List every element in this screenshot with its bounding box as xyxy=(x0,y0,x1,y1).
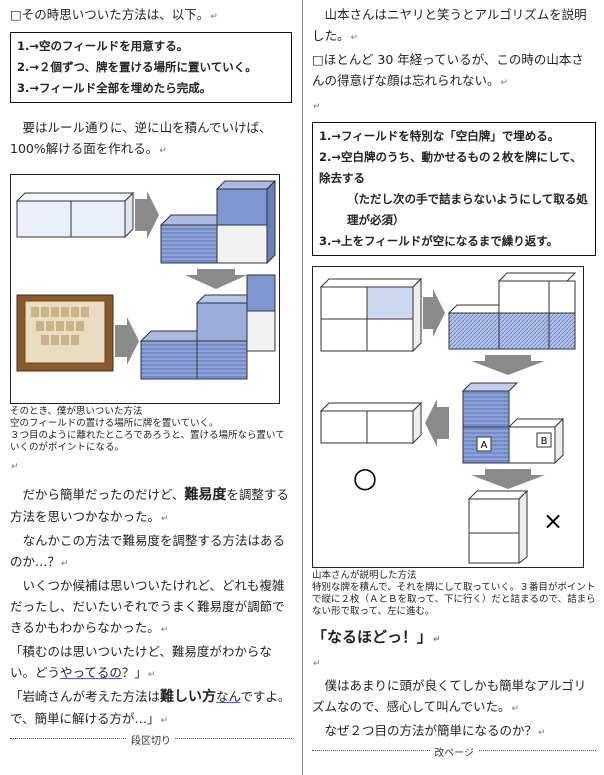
removal-diagram: A B ○ × xyxy=(319,272,577,564)
figure-stacking-method xyxy=(10,174,280,404)
intro-line: □その時思いついた方法は、以下。↵ xyxy=(10,7,218,22)
left-column: □その時思いついた方法は、以下。↵ 1.→空のフィールドを用意する。 2.→２個… xyxy=(10,0,292,754)
section-break: 段区切り xyxy=(10,736,292,754)
caption-left-line2: ３つ目のように離れたところであろうと、置ける場所なら置いていくのがポイントになる… xyxy=(10,430,285,453)
para-yamamoto: 山本さんはニヤリと笑うとアルゴリズムを説明した。↵ xyxy=(312,7,587,43)
right-column: 山本さんはニヤリと笑うとアルゴリズムを説明した。↵ □ほとんど 30 年経ってい… xyxy=(312,0,596,766)
page-break: 改ページ xyxy=(312,748,596,766)
figure-caption-right: 山本さんが説明した方法 特別な牌を積んで、それを牌にして取っていく。３番目がポイ… xyxy=(312,570,596,618)
para-candidates: いくつか候補は思いついたけれど、どれも複雑だったし、だいたいそれでうまく難易度が… xyxy=(10,578,285,635)
tile-label-a: A xyxy=(481,440,488,451)
quote-2: 「岩崎さんが考えた方法は難しい方なんですよ。で、簡単に解ける方が…」↵ xyxy=(10,689,291,726)
caption-right-body: 特別な牌を積んで、それを牌にして取っていく。３番目がポイントで縦に２枚（ＡとＢを… xyxy=(312,582,596,617)
caption-right-title: 山本さんが説明した方法 xyxy=(312,570,417,581)
caption-left-line1: 空のフィールドの置ける場所に牌を置いていく。 xyxy=(10,418,219,429)
para-impressed: 僕はあまりに頭が良くてしかも簡単なアルゴリズムなので、感心して叫んでいた。↵ xyxy=(312,678,587,714)
caption-left-title: そのとき、僕が思いついた方法 xyxy=(10,406,143,417)
blank-line-right-2: ↵ xyxy=(313,659,321,669)
emph-difficulty: 難易度 xyxy=(184,487,227,503)
method-box-a: 1.→空のフィールドを用意する。 2.→２個ずつ、牌を置ける場所に置いていく。 … xyxy=(10,32,292,103)
para-difficulty: だから簡単だったのだけど、難易度を調整する方法を思いつかなかった。↵ xyxy=(10,487,289,524)
tile-label-b: B xyxy=(541,436,548,447)
method-a-step-1: 1.→空のフィールドを用意する。 xyxy=(17,39,189,53)
ng-mark: × xyxy=(543,507,563,535)
exclamation: 「なるほどっ！」↵ xyxy=(312,628,441,646)
ok-mark: ○ xyxy=(353,461,377,494)
figure-removal-method: A B ○ × xyxy=(312,266,584,568)
blank-line-right: ↵ xyxy=(313,102,321,112)
quote-1: 「積むのは思いついたけど、難易度がわからない。どうやってるの？」↵ xyxy=(10,644,272,680)
figure-caption-left: そのとき、僕が思いついた方法 空のフィールドの置ける場所に牌を置いていく。 ３つ… xyxy=(10,406,292,454)
method-b-step-1: 1.→フィールドを特別な「空白牌」で埋める。 xyxy=(319,129,560,143)
method-b-note: （ただし次の手で詰まらないようにして取る処理が必須） xyxy=(347,192,588,227)
blank-line: ↵ xyxy=(11,462,19,472)
para-question: なんかこの方法で難易度を調整する方法はあるのか…？↵ xyxy=(10,533,286,569)
method-b-step-2: 2.→空白牌のうち、動かせるもの２枚を牌にして、除去する xyxy=(319,150,582,185)
column-divider xyxy=(302,0,303,775)
para-memory: □ほとんど 30 年経っているが、この時の山本さんの得意げな顔は忘れられない。↵ xyxy=(312,52,584,88)
method-a-step-3: 3.→フィールド全部を埋めたら完成。 xyxy=(17,81,212,95)
stacking-diagram xyxy=(15,179,277,380)
para-rule: 要はルール通りに、逆に山を積んでいけば、100%解ける面を作れる。↵ xyxy=(10,120,272,156)
method-b-step-3: 3.→上をフィールドが空になるまで繰り返す。 xyxy=(319,234,559,248)
para-why: なぜ２つ目の方法が簡単になるのか？↵ xyxy=(312,723,546,738)
method-box-b: 1.→フィールドを特別な「空白牌」で埋める。 2.→空白牌のうち、動かせるもの２… xyxy=(312,122,596,256)
method-a-step-2: 2.→２個ずつ、牌を置ける場所に置いていく。 xyxy=(17,60,257,74)
